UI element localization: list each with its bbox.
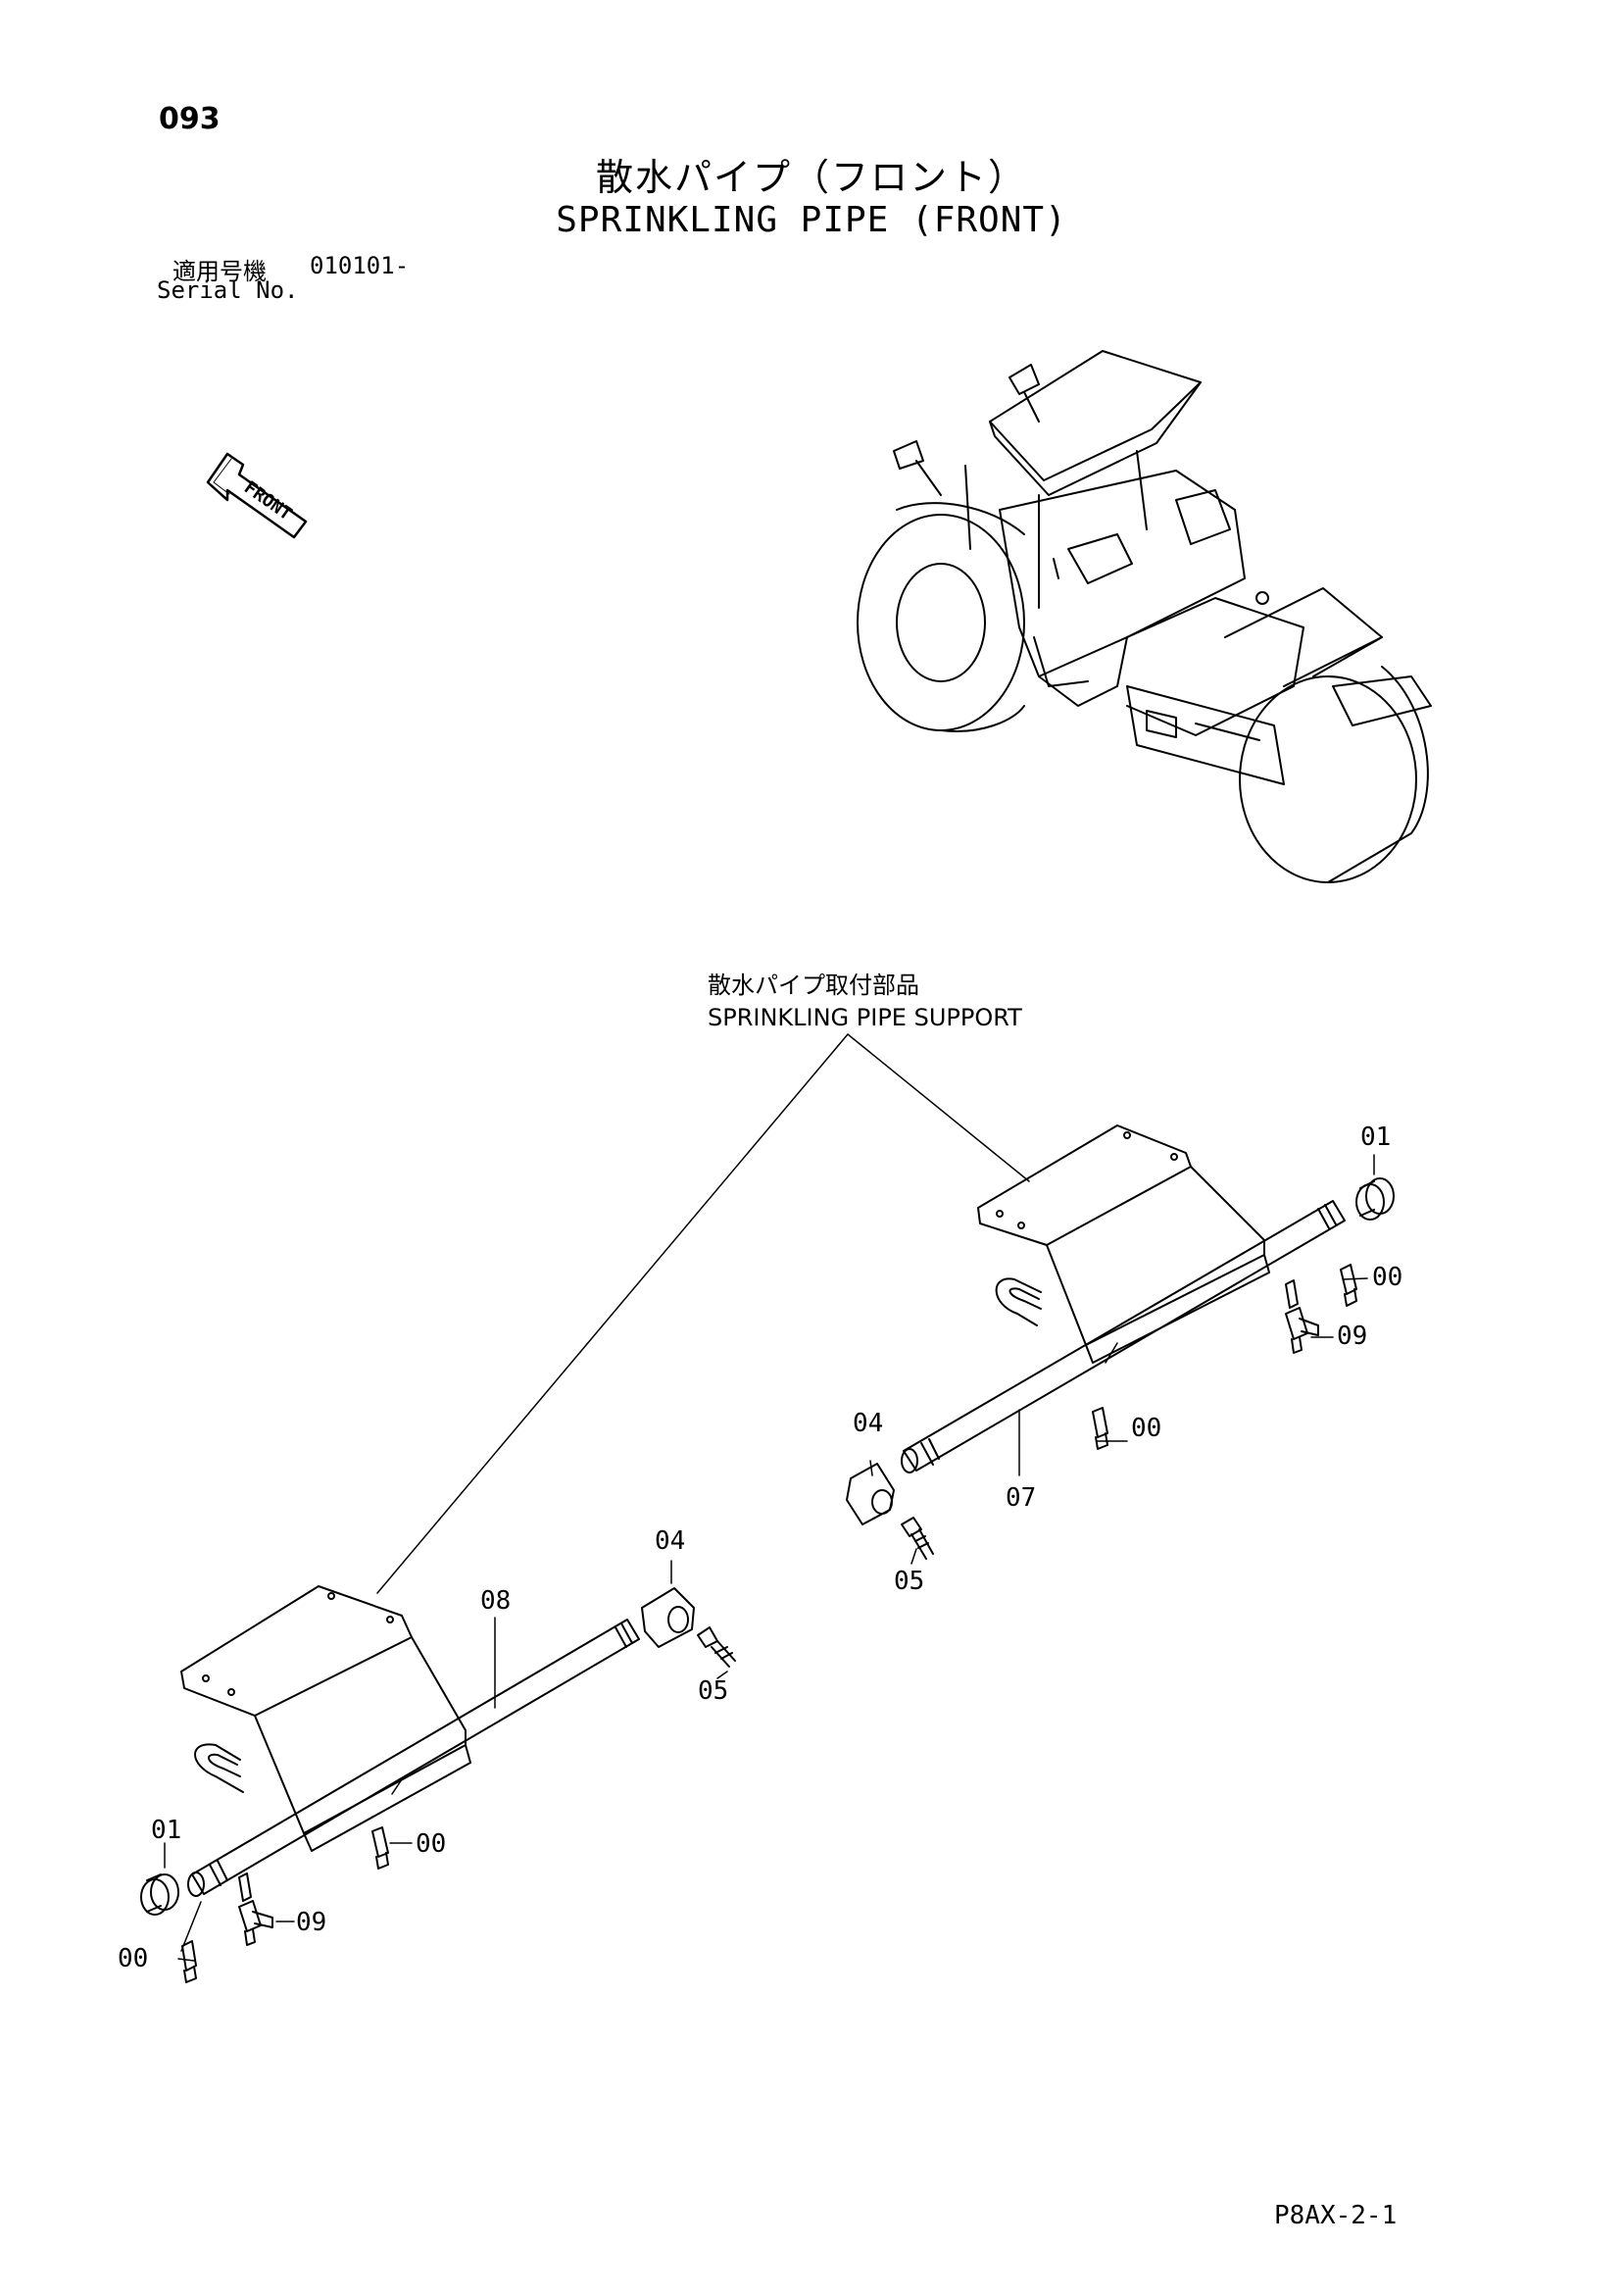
right-u-bolt <box>995 1277 1042 1326</box>
left-nipple-00-bottom <box>181 1940 197 1983</box>
callout-right-01: 01 <box>1360 1123 1392 1152</box>
right-pipe-07 <box>903 1200 1346 1472</box>
page-title-japanese: 散水パイプ（フロント） <box>595 156 1027 199</box>
front-direction-arrow-icon: FRONT <box>206 452 308 539</box>
serial-label-english: Serial No. <box>157 276 299 304</box>
right-sprinkling-pipe-assembly <box>846 1124 1395 1565</box>
support-label-english: SPRINKLING PIPE SUPPORT <box>708 1004 1022 1031</box>
road-roller-illustration <box>857 350 1432 883</box>
serial-label-japanese: 適用号機 <box>172 258 267 285</box>
right-nipple-00-mid <box>1092 1407 1108 1450</box>
callout-left-00-mid: 00 <box>416 1829 447 1859</box>
left-drain-valve-09 <box>238 1872 273 1946</box>
callout-right-07: 07 <box>1006 1483 1037 1513</box>
right-drain-valve-09 <box>1285 1279 1319 1354</box>
callout-left-08: 08 <box>480 1586 512 1616</box>
serial-number-value: 010101- <box>310 252 410 279</box>
footer-page-code: P8AX-2-1 <box>1274 2201 1398 2230</box>
callout-left-09: 09 <box>296 1908 327 1937</box>
right-support-bracket <box>977 1124 1192 1246</box>
left-sprinkling-pipe-assembly <box>140 1560 736 1983</box>
right-nipple-00-top <box>1340 1264 1357 1307</box>
callout-right-00-top: 00 <box>1372 1263 1403 1292</box>
support-label-japanese: 散水パイプ取付部品 <box>708 972 919 999</box>
left-u-bolt <box>194 1743 244 1793</box>
callout-left-00-bottom: 00 <box>118 1944 149 1973</box>
left-elbow-fitting-04 <box>641 1587 695 1648</box>
right-pipe-cap-01 <box>1355 1177 1395 1221</box>
page-title-english: SPRINKLING PIPE (FRONT) <box>556 200 1067 240</box>
page-number: 093 <box>159 102 221 136</box>
left-pipe-cap-01 <box>140 1873 179 1916</box>
right-elbow-fitting-04 <box>846 1463 895 1525</box>
left-bolt-05 <box>697 1626 736 1668</box>
callout-right-09: 09 <box>1337 1322 1368 1351</box>
callout-left-05: 05 <box>698 1676 729 1706</box>
left-support-bracket <box>180 1585 413 1717</box>
left-nipple-00-mid <box>371 1826 389 1870</box>
callout-left-01: 01 <box>151 1816 182 1845</box>
callout-right-00-mid: 00 <box>1131 1414 1162 1443</box>
callout-left-04: 04 <box>655 1526 686 1556</box>
support-leader-lines <box>376 1033 1030 1594</box>
callout-right-05: 05 <box>894 1567 925 1596</box>
left-pipe-08 <box>191 1619 640 1895</box>
right-bolt-05 <box>901 1517 934 1560</box>
callout-right-04: 04 <box>853 1409 884 1438</box>
